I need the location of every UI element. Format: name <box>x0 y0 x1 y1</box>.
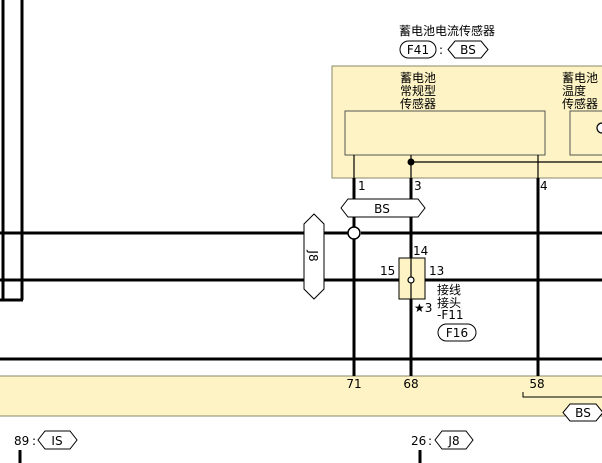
bs-connector-text: BS <box>374 202 390 216</box>
junction-code-pill <box>437 323 477 342</box>
internal-splice-dot <box>407 158 415 166</box>
junction-pin-14: 14 <box>413 244 428 258</box>
bottom-mid-code: J8 <box>447 434 459 448</box>
bottom-left-hex-badge <box>37 430 78 450</box>
bottom-pin-71: 71 <box>346 377 361 391</box>
bottom-left-code: IS <box>51 434 62 448</box>
connector-code-text: F41 <box>407 43 429 57</box>
bottom-left-sep: : <box>32 434 36 448</box>
j8-connector-text: J8 <box>306 249 320 261</box>
code-separator: : <box>439 43 443 57</box>
junction-label-1: 接线 <box>437 282 461 297</box>
bottom-bs-text: BS <box>575 406 591 420</box>
vertical-wires <box>18 178 540 463</box>
bottom-bs-bracket <box>522 392 602 398</box>
bottom-left-pin: 89 <box>14 434 29 448</box>
temperature-sensor-box <box>569 110 602 156</box>
connector-hex-badge <box>447 40 489 59</box>
bottom-mid-hex-badge <box>434 430 474 450</box>
bottom-module <box>0 375 602 417</box>
junction-pin-13: 13 <box>429 264 444 278</box>
junction-internal-node <box>407 276 415 284</box>
junction-label-3: -F11 <box>437 308 464 322</box>
sensor-title: 蓄电池电流传感器 <box>399 23 495 38</box>
bs-connector-band <box>340 198 426 218</box>
splice-open-circle <box>347 226 361 240</box>
bottom-pin-68: 68 <box>403 377 418 391</box>
temp-sensor-label-3: 传感器 <box>562 96 598 111</box>
j8-connector <box>303 213 325 300</box>
sensor-pin-4: 4 <box>540 179 548 193</box>
temp-sensor-label-2: 温度 <box>562 83 586 98</box>
sensor-pin-1: 1 <box>358 179 366 193</box>
connector-hex-text: BS <box>460 43 476 57</box>
internal-wires <box>353 155 602 178</box>
normal-sensor-label-3: 传感器 <box>400 96 436 111</box>
left-frame <box>0 0 24 302</box>
junction-note: ★3 <box>414 301 432 315</box>
temperature-sensor-terminal <box>596 122 602 134</box>
horizontal-wires <box>0 231 602 361</box>
normal-sensor-box <box>344 110 546 156</box>
bottom-bs-badge <box>562 403 602 422</box>
junction-pin-15: 15 <box>380 264 395 278</box>
bottom-mid-pin: 26 <box>411 434 426 448</box>
normal-sensor-label-2: 常规型 <box>400 83 436 98</box>
bottom-mid-sep: : <box>428 434 432 448</box>
junction-code-text: F16 <box>446 326 468 340</box>
junction-label-2: 接头 <box>437 295 461 310</box>
connector-code-pill <box>399 40 437 59</box>
normal-sensor-label-1: 蓄电池 <box>400 71 436 85</box>
temp-sensor-label-1: 蓄电池 <box>562 71 598 85</box>
bottom-pin-58: 58 <box>529 377 544 391</box>
sensor-pin-3: 3 <box>414 179 422 193</box>
